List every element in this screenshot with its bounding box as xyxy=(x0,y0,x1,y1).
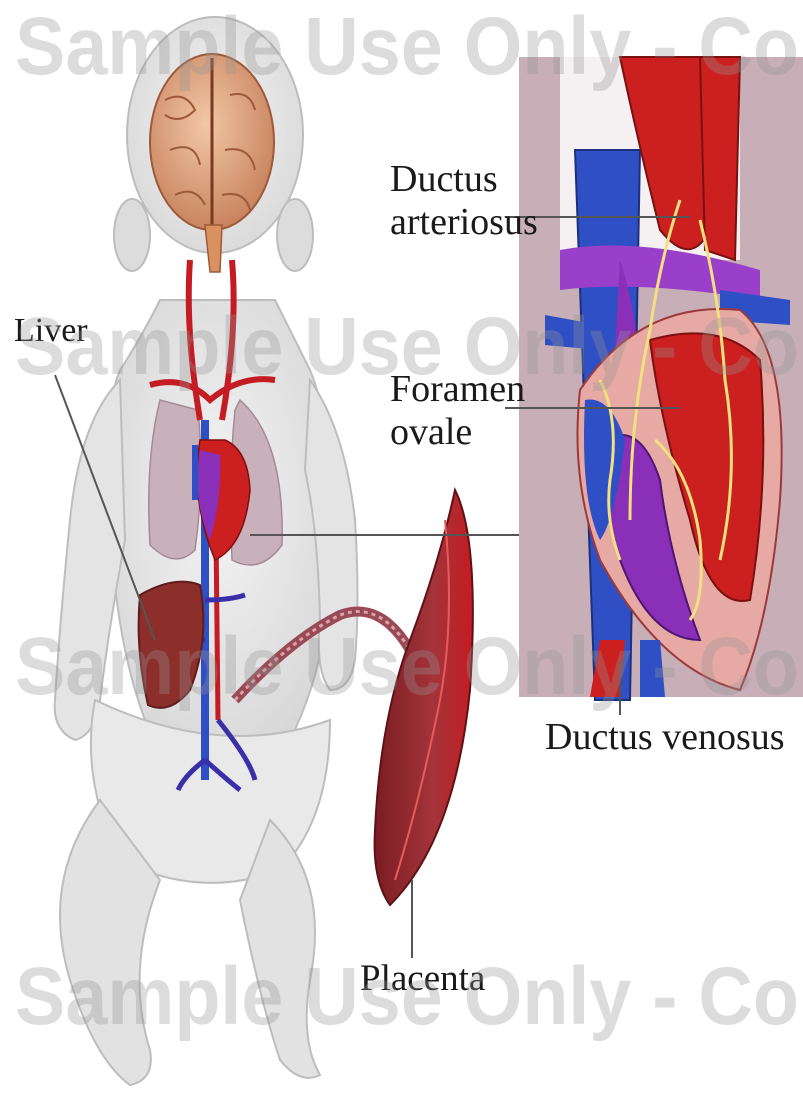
heart-inset xyxy=(519,57,803,700)
label-liver: Liver xyxy=(14,312,88,350)
label-ductus-arteriosus-line1: Ductus xyxy=(390,158,538,201)
label-foramen-ovale: Foramen ovale xyxy=(390,368,525,453)
label-placenta: Placenta xyxy=(360,958,485,999)
label-ductus-arteriosus: Ductus arteriosus xyxy=(390,158,538,243)
label-ductus-arteriosus-line2: arteriosus xyxy=(390,201,538,244)
label-foramen-ovale-line1: Foramen xyxy=(390,368,525,411)
label-ductus-venosus: Ductus venosus xyxy=(545,716,785,759)
label-foramen-ovale-line2: ovale xyxy=(390,411,525,454)
placenta xyxy=(375,490,473,905)
